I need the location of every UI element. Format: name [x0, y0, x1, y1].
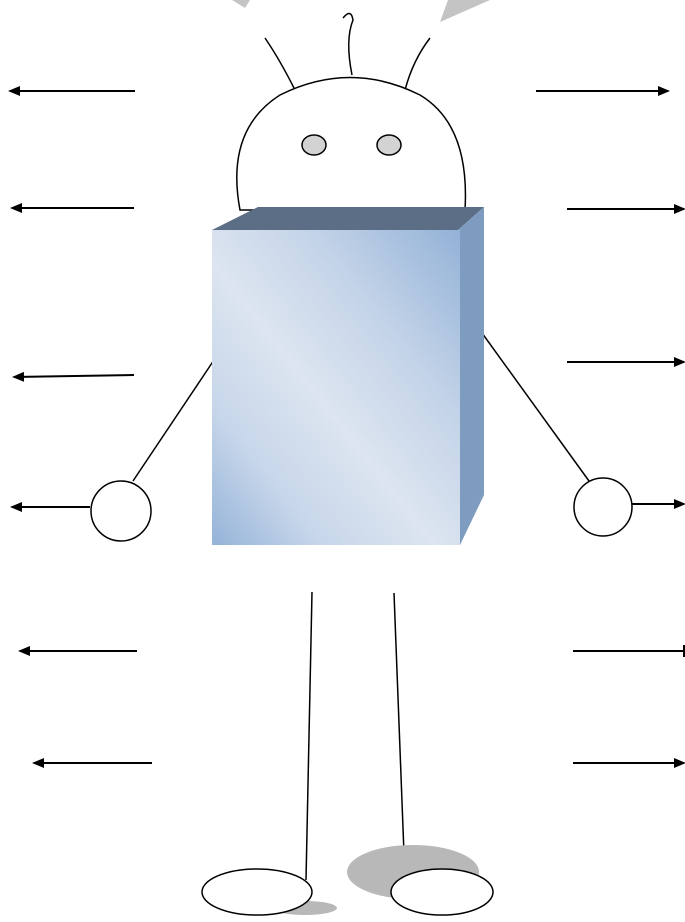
left-arm	[132, 359, 215, 482]
body-box-top	[212, 207, 484, 230]
body-box-side	[458, 207, 484, 545]
right-arm	[481, 332, 590, 482]
antenna-left	[264, 37, 296, 91]
left-eye	[301, 134, 327, 156]
speech-shadow-right	[440, 0, 490, 22]
right-eye	[376, 134, 402, 156]
left-hand	[90, 480, 152, 542]
left-arrow-3	[12, 371, 135, 382]
right-leg	[393, 592, 406, 881]
antenna-middle	[342, 12, 354, 76]
left-leg	[305, 591, 313, 881]
right-foot	[390, 868, 494, 916]
antenna-right	[404, 37, 431, 91]
speech-shadow-left	[232, 0, 250, 8]
left-foot	[201, 868, 313, 916]
right-hand	[573, 477, 633, 537]
robot-head	[236, 76, 467, 211]
body-box-front	[212, 230, 460, 545]
